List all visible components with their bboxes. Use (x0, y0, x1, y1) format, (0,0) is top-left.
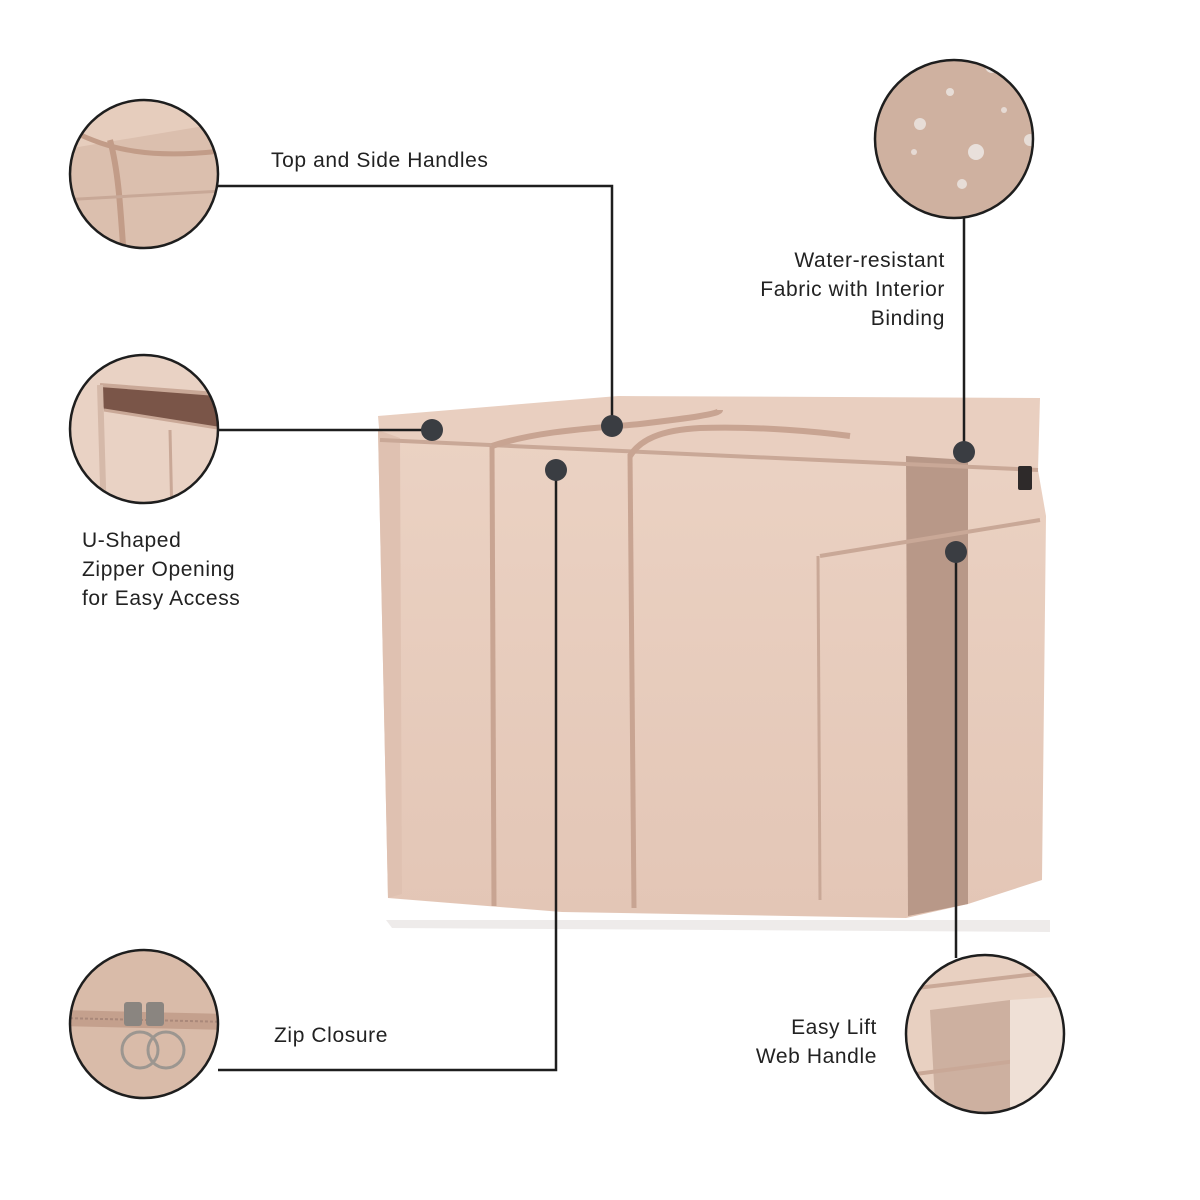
storage-bag (378, 396, 1050, 932)
label-line: Web Handle (755, 1045, 877, 1068)
label-line: Zip Closure (274, 1024, 388, 1047)
leader-top-handles (218, 184, 614, 426)
label-line: Easy Lift (791, 1016, 877, 1039)
side-seam (816, 555, 822, 901)
label-line: Fabric with Interior (760, 278, 945, 301)
top-handle-loop-2 (627, 424, 851, 458)
detail-water-resistant-fabric (873, 58, 1035, 220)
label-water-resistant: Water-resistant Fabric with Interior Bin… (700, 246, 945, 333)
strap-right (627, 453, 637, 909)
bag-top-panel (378, 396, 1040, 470)
bag-shadow (386, 920, 1050, 932)
label-easy-lift: Easy Lift Web Handle (700, 1013, 877, 1071)
label-line: Binding (870, 307, 945, 330)
web-handle-band (906, 456, 968, 916)
bag-front-panel (378, 430, 1046, 918)
leader-zip-closure (218, 470, 558, 1072)
label-line: U-Shaped (82, 529, 182, 552)
label-line: for Easy Access (82, 587, 241, 610)
marker-dot (953, 441, 975, 463)
detail-web-handle (904, 953, 1066, 1115)
marker-dots (421, 415, 975, 563)
label-line: Water-resistant (794, 249, 945, 272)
label-top-side-handles: Top and Side Handles (271, 146, 488, 175)
brand-tag (1018, 466, 1032, 490)
zipper-piping (379, 438, 1041, 558)
top-handle-loop (491, 408, 723, 449)
detail-zipper-opening (68, 353, 220, 505)
marker-dot (421, 419, 443, 441)
label-zip-closure: Zip Closure (274, 1021, 388, 1050)
leader-lines (218, 184, 966, 1072)
label-line: Top and Side Handles (271, 149, 489, 172)
label-line: Zipper Opening (82, 558, 236, 581)
bag-side-shade (378, 430, 402, 898)
detail-top-handles (68, 98, 220, 250)
label-u-shaped-zipper: U-Shaped Zipper Opening for Easy Access (82, 526, 240, 613)
marker-dot (545, 459, 567, 481)
marker-dot (601, 415, 623, 437)
marker-dot (945, 541, 967, 563)
strap-left (489, 445, 497, 907)
detail-zip-closure (68, 948, 220, 1100)
